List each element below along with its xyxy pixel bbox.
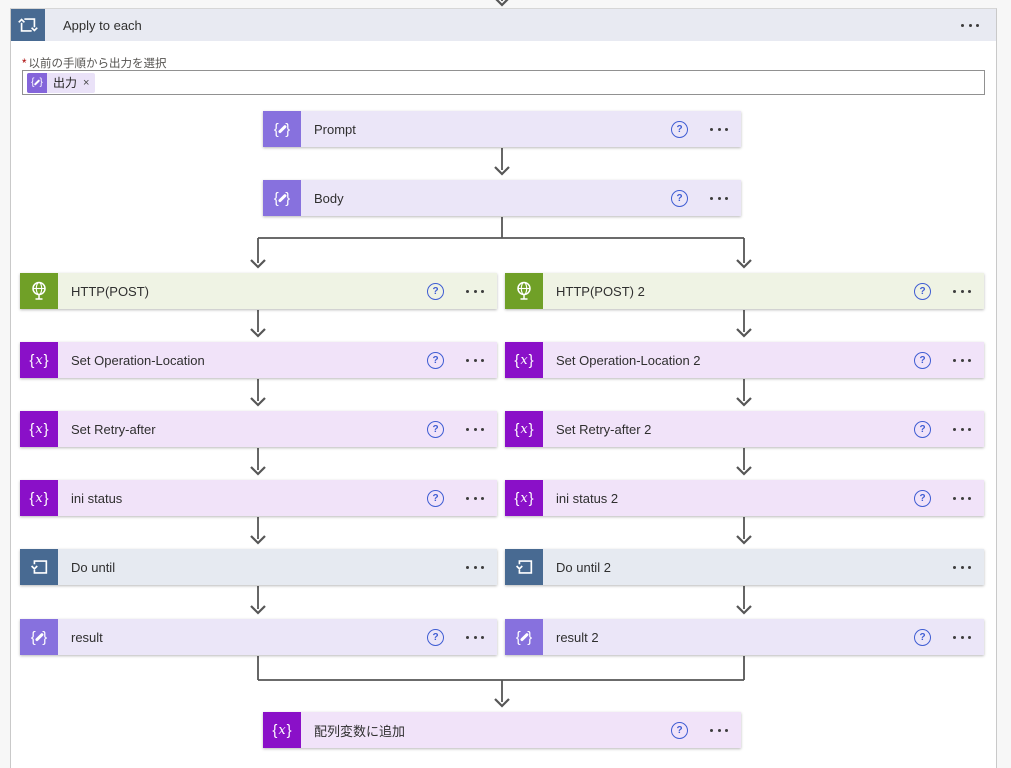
action-card-ini-status[interactable]: {x} ini status ? [20,480,497,516]
menu-ellipsis-icon[interactable] [953,427,971,431]
action-title: Do until 2 [556,559,611,575]
help-icon[interactable]: ? [427,351,444,369]
action-title: Set Retry-after [71,421,156,437]
compose-icon: {} [263,180,301,216]
action-title: 配列変数に追加 [314,723,406,739]
menu-ellipsis-icon[interactable] [953,496,971,500]
help-icon[interactable]: ? [427,282,444,300]
action-title: result 2 [556,629,599,645]
action-card-http-post-2[interactable]: HTTP(POST) 2 ? [505,273,984,309]
set-variable-icon: {x} [20,480,58,516]
menu-ellipsis-icon[interactable] [466,635,484,639]
action-title: Prompt [314,121,356,137]
for-each-loop-icon [11,9,45,41]
token-label: 出力 [53,76,78,90]
select-output-label: *以前の手順から出力を選択 [22,58,167,70]
compose-icon: {} [263,111,301,147]
do-until-loop-icon [505,549,543,585]
set-variable-icon: {x} [505,342,543,378]
action-title: Do until [71,559,116,575]
action-title: HTTP(POST) 2 [556,283,645,299]
menu-ellipsis-icon[interactable] [710,196,728,200]
token-remove-icon[interactable]: × [83,76,90,89]
required-marker: * [22,58,27,70]
action-card-result[interactable]: {} result ? [20,619,497,655]
action-card-ini-status-2[interactable]: {x} ini status 2 ? [505,480,984,516]
help-icon[interactable]: ? [914,489,931,507]
action-card-prompt[interactable]: {} Prompt ? [263,111,741,147]
menu-ellipsis-icon[interactable] [953,565,971,569]
set-variable-icon: {x} [20,342,58,378]
menu-ellipsis-icon[interactable] [710,728,728,732]
help-icon[interactable]: ? [427,628,444,646]
help-icon[interactable]: ? [914,351,931,369]
help-icon[interactable]: ? [671,120,688,138]
action-title: Set Operation-Location [71,352,205,368]
output-token-chip[interactable]: {} 出力 × [27,72,96,93]
dynamic-content-icon: {} [27,72,47,93]
menu-ellipsis-icon[interactable] [953,289,971,293]
action-title: Set Retry-after 2 [556,421,652,437]
menu-ellipsis-icon[interactable] [961,23,979,27]
action-title: ini status [71,490,123,506]
help-icon[interactable]: ? [427,420,444,438]
menu-ellipsis-icon[interactable] [466,358,484,362]
action-card-do-until[interactable]: Do until [20,549,497,585]
scope-title: Apply to each [63,17,142,33]
action-card-set-retry-after[interactable]: {x} Set Retry-after ? [20,411,497,447]
action-title: HTTP(POST) [71,283,149,299]
action-title: result [71,629,103,645]
help-icon[interactable]: ? [914,420,931,438]
help-icon[interactable]: ? [671,189,688,207]
action-card-result-2[interactable]: {} result 2 ? [505,619,984,655]
compose-icon: {} [20,619,58,655]
set-variable-icon: {x} [20,411,58,447]
help-icon[interactable]: ? [671,721,688,739]
set-variable-icon: {x} [505,480,543,516]
action-card-set-operation-location[interactable]: {x} Set Operation-Location ? [20,342,497,378]
action-card-do-until-2[interactable]: Do until 2 [505,549,984,585]
action-card-body[interactable]: {} Body ? [263,180,741,216]
menu-ellipsis-icon[interactable] [466,496,484,500]
menu-ellipsis-icon[interactable] [710,127,728,131]
action-card-set-operation-location-2[interactable]: {x} Set Operation-Location 2 ? [505,342,984,378]
menu-ellipsis-icon[interactable] [953,635,971,639]
menu-ellipsis-icon[interactable] [466,565,484,569]
do-until-loop-icon [20,549,58,585]
select-output-input[interactable]: {} 出力 × [22,70,985,95]
apply-to-each-header[interactable]: Apply to each [11,9,996,41]
action-title: ini status 2 [556,490,619,506]
action-title: Body [314,190,344,206]
help-icon[interactable]: ? [427,489,444,507]
action-card-http-post[interactable]: HTTP(POST) ? [20,273,497,309]
help-icon[interactable]: ? [914,628,931,646]
action-card-append-to-array-variable[interactable]: {x} 配列変数に追加 ? [263,712,741,748]
globe-icon [20,273,58,309]
append-array-variable-icon: {x} [263,712,301,748]
compose-icon: {} [505,619,543,655]
menu-ellipsis-icon[interactable] [466,289,484,293]
globe-icon [505,273,543,309]
set-variable-icon: {x} [505,411,543,447]
action-card-set-retry-after-2[interactable]: {x} Set Retry-after 2 ? [505,411,984,447]
action-title: Set Operation-Location 2 [556,352,701,368]
help-icon[interactable]: ? [914,282,931,300]
menu-ellipsis-icon[interactable] [953,358,971,362]
menu-ellipsis-icon[interactable] [466,427,484,431]
